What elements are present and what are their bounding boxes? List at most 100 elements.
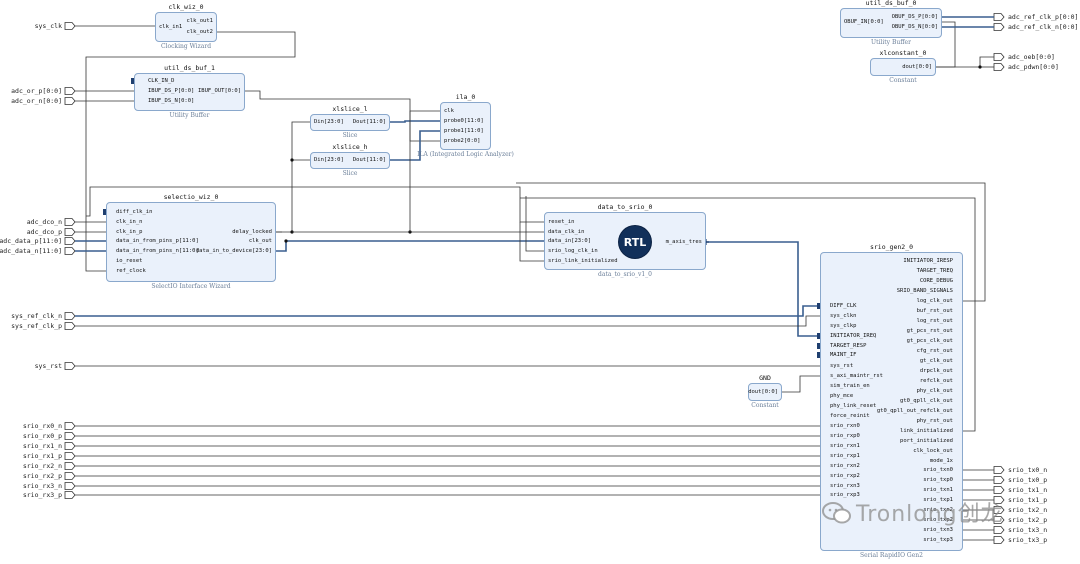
junction bbox=[978, 65, 982, 69]
right-port-port-icon[interactable] bbox=[993, 23, 1005, 31]
block-output-pin: gt_pcs_clk_out bbox=[906, 337, 953, 344]
block-input-pin: srio_rxn0 bbox=[830, 422, 860, 429]
wire bbox=[245, 90, 440, 142]
block-input-pin: probe0[11:0] bbox=[444, 117, 484, 124]
right-port-label: srio_tx1_n bbox=[1008, 486, 1048, 494]
left-port-port-icon[interactable] bbox=[64, 22, 76, 30]
block-output-pin: srio_txp3 bbox=[923, 536, 953, 543]
left-port-port-icon[interactable] bbox=[64, 237, 76, 245]
block-input-pin: phy_link_reset bbox=[830, 402, 877, 409]
block-title: selectio_wiz_0 bbox=[163, 193, 219, 201]
block-input-pin: data_in_from_pins_n[11:0] bbox=[116, 247, 199, 254]
block-output-pin: gt_clk_out bbox=[919, 357, 953, 364]
left-port-port-icon[interactable] bbox=[64, 312, 76, 320]
block-srio-gen2[interactable] bbox=[820, 252, 963, 551]
block-output-pin: m_axis_tres bbox=[665, 238, 702, 245]
block-subtitle: Utility Buffer bbox=[871, 39, 911, 46]
bus-pin-icon bbox=[817, 333, 820, 339]
bus-pin-icon bbox=[817, 352, 820, 358]
block-title: clk_wiz_0 bbox=[168, 3, 204, 11]
left-port-port-icon[interactable] bbox=[64, 362, 76, 370]
right-port-port-icon[interactable] bbox=[993, 53, 1005, 61]
block-subtitle: Slice bbox=[342, 132, 358, 139]
left-port-port-icon[interactable] bbox=[64, 228, 76, 236]
block-input-pin: probe2[0:0] bbox=[444, 137, 481, 144]
left-port-port-icon[interactable] bbox=[64, 422, 76, 430]
left-port-port-icon[interactable] bbox=[64, 442, 76, 450]
block-xlslice-h[interactable] bbox=[310, 152, 390, 169]
block-clk-wiz[interactable] bbox=[155, 12, 217, 42]
block-output-pin: srio_txn2 bbox=[923, 506, 953, 513]
right-port-port-icon[interactable] bbox=[993, 476, 1005, 484]
block-subtitle: ILA (Integrated Logic Analyzer) bbox=[417, 151, 514, 158]
left-port-port-icon[interactable] bbox=[64, 491, 76, 499]
block-input-pin: OBUF_IN[0:0] bbox=[844, 18, 884, 25]
right-port-port-icon[interactable] bbox=[993, 506, 1005, 514]
block-output-pin: Dout[11:0] bbox=[352, 118, 386, 125]
block-xlconstant[interactable] bbox=[870, 58, 936, 76]
left-port-port-icon[interactable] bbox=[64, 322, 76, 330]
block-ds-buf-1[interactable] bbox=[134, 73, 245, 111]
block-subtitle: Constant bbox=[889, 77, 917, 84]
right-port-port-icon[interactable] bbox=[993, 496, 1005, 504]
block-gnd[interactable] bbox=[748, 383, 782, 401]
left-port-port-icon[interactable] bbox=[64, 87, 76, 95]
block-output-pin: phy_rst_out bbox=[916, 417, 953, 424]
right-port-port-icon[interactable] bbox=[993, 526, 1005, 534]
left-port-port-icon[interactable] bbox=[64, 432, 76, 440]
wire bbox=[516, 182, 986, 302]
block-input-pin: srio_rxp3 bbox=[830, 491, 860, 498]
block-title: util_ds_buf_1 bbox=[164, 64, 215, 72]
block-output-pin: clk_out1 bbox=[186, 17, 214, 24]
right-port-port-icon[interactable] bbox=[993, 63, 1005, 71]
block-input-pin: srio_rxn3 bbox=[830, 482, 860, 489]
left-port-label: adc_data_n[11:0] bbox=[0, 247, 62, 255]
left-port-port-icon[interactable] bbox=[64, 482, 76, 490]
block-ds-buf-0[interactable] bbox=[840, 8, 942, 38]
wire bbox=[75, 305, 820, 317]
block-input-pin: ref_clock bbox=[116, 267, 146, 274]
block-input-pin: clk bbox=[444, 107, 454, 114]
block-selectio[interactable] bbox=[106, 202, 276, 282]
block-input-pin: Din[23:0] bbox=[314, 156, 344, 163]
block-output-pin: INITIATOR_IRESP bbox=[903, 257, 953, 264]
block-ila[interactable] bbox=[440, 102, 491, 150]
wire bbox=[520, 197, 976, 432]
left-port-label: srio_rx2_n bbox=[22, 462, 62, 470]
left-port-port-icon[interactable] bbox=[64, 452, 76, 460]
block-input-pin: probe1[11:0] bbox=[444, 127, 484, 134]
watermark: Tronlong创龙 bbox=[856, 502, 1004, 527]
right-port-port-icon[interactable] bbox=[993, 466, 1005, 474]
block-output-pin: gt_pcs_rst_out bbox=[906, 327, 953, 334]
block-output-pin: mode_1x bbox=[929, 457, 953, 464]
left-port-port-icon[interactable] bbox=[64, 462, 76, 470]
block-title: xlconstant_0 bbox=[879, 49, 927, 57]
bus-pin-icon bbox=[817, 343, 820, 349]
block-title: ila_0 bbox=[455, 93, 476, 101]
right-port-label: srio_tx0_n bbox=[1008, 466, 1048, 474]
block-output-pin: refclk_out bbox=[919, 377, 953, 384]
block-input-pin: srio_rxp0 bbox=[830, 432, 860, 439]
left-port-port-icon[interactable] bbox=[64, 472, 76, 480]
junction bbox=[284, 239, 288, 243]
left-port-port-icon[interactable] bbox=[64, 218, 76, 226]
right-port-port-icon[interactable] bbox=[993, 516, 1005, 524]
right-port-label: srio_tx2_n bbox=[1008, 506, 1048, 514]
block-input-pin: data_in[23:0] bbox=[548, 237, 592, 244]
block-output-pin: buf_rst_out bbox=[916, 307, 953, 314]
wire bbox=[706, 241, 820, 337]
right-port-port-icon[interactable] bbox=[993, 536, 1005, 544]
right-port-port-icon[interactable] bbox=[993, 486, 1005, 494]
left-port-label: adc_or_p[0:0] bbox=[11, 87, 62, 95]
block-output-pin: CORE_DEBUG bbox=[919, 277, 953, 284]
block-output-pin: OBUF_DS_N[0:0] bbox=[891, 23, 938, 30]
block-xlslice-l[interactable] bbox=[310, 114, 390, 131]
right-port-port-icon[interactable] bbox=[993, 13, 1005, 21]
left-port-label: srio_rx1_p bbox=[22, 452, 62, 460]
left-port-label: srio_rx0_p bbox=[22, 432, 62, 440]
right-port-label: srio_tx0_p bbox=[1008, 476, 1048, 484]
right-port-label: adc_oeb[0:0] bbox=[1008, 53, 1055, 61]
left-port-port-icon[interactable] bbox=[64, 247, 76, 255]
left-port-port-icon[interactable] bbox=[64, 97, 76, 105]
block-output-pin: cfg_rst_out bbox=[916, 347, 953, 354]
